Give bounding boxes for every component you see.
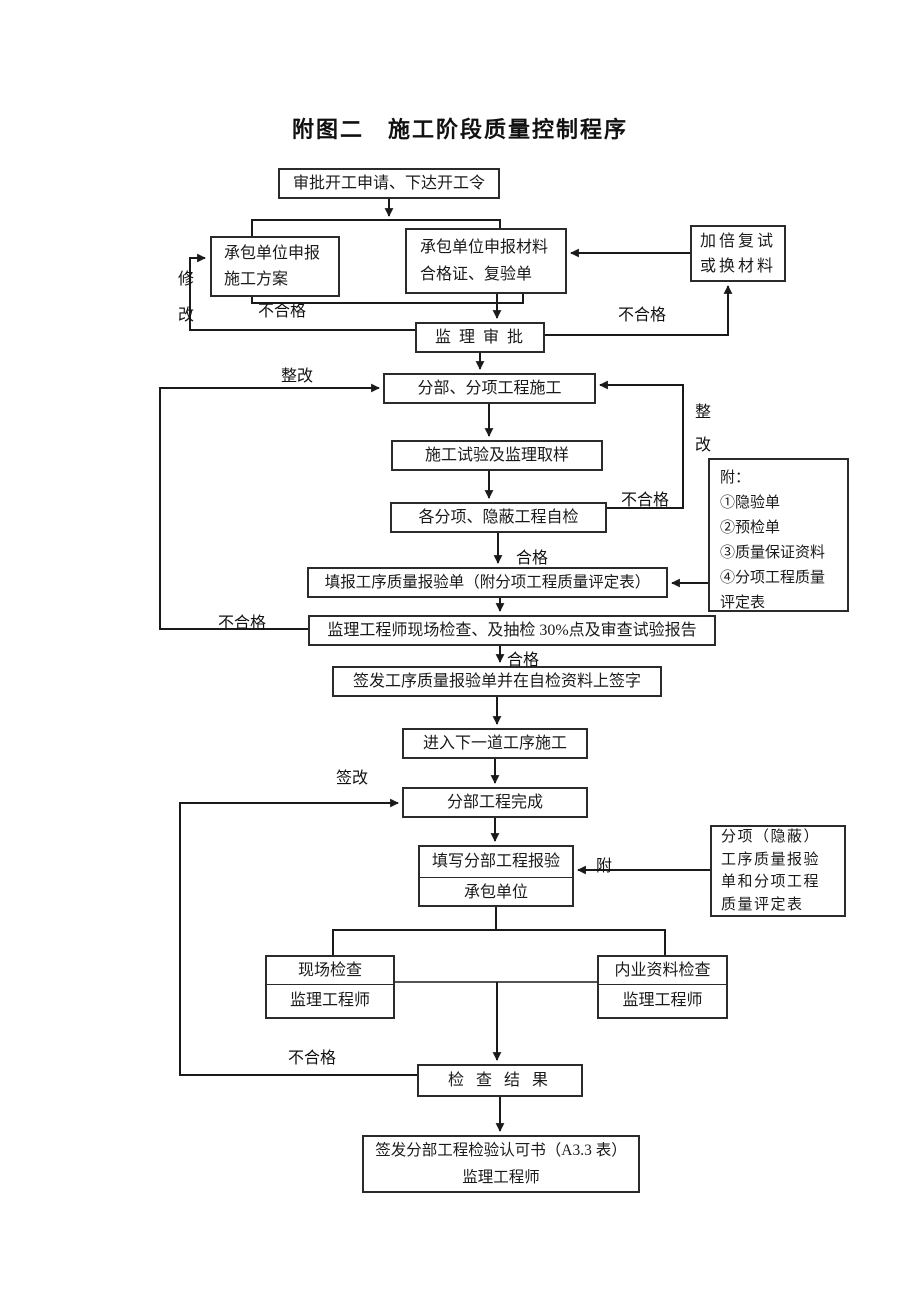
node-line: 承包单位申报材料 [420, 239, 549, 256]
label-sign-change: 签改 [336, 770, 369, 787]
note-line: 附： [720, 470, 751, 486]
flow-node-approve-start: 审批开工申请、下达开工令 [278, 168, 500, 199]
flow-node-sub-construction: 分部、分项工程施工 [383, 373, 596, 404]
flow-node-fill-process-report: 填报工序质量报验单（附分项工程质量评定表） [307, 567, 668, 598]
edge-selfinspection-fail-loop [599, 380, 684, 509]
node-line: 监理工程师 [462, 1169, 540, 1186]
flow-node-sign-process-report: 签发工序质量报验单并在自检资料上签字 [332, 666, 662, 697]
page-title: 附图二 施工阶段质量控制程序 [291, 117, 628, 142]
note-line: 单和分项工程 [721, 874, 821, 890]
node-line: 承包单位申报 [224, 244, 321, 262]
note-line: 质量评定表 [721, 896, 804, 913]
note-line: 工序质量报验 [721, 851, 821, 868]
node-text: 监 理 审 批 [434, 328, 525, 346]
edge-review-fail-retest [545, 285, 733, 336]
flow-node-doc-check: 内业资料检查 监理工程师 [597, 955, 728, 1019]
note-line: ③质量保证资料 [720, 545, 826, 561]
note-line: 分项（隐蔽） [721, 829, 821, 845]
node-text: 分部工程完成 [446, 793, 543, 811]
label-fail-site-inspection: 不合格 [218, 615, 267, 632]
label-fail-review-right: 不合格 [618, 307, 667, 324]
label-pass-site-inspection: 合格 [507, 652, 540, 669]
node-line: 施工方案 [224, 270, 289, 288]
flow-node-division-complete: 分部工程完成 [402, 787, 588, 818]
node-line: 加倍复试 [699, 232, 776, 250]
node-text: 施工试验及监理取样 [424, 446, 569, 464]
node-text: 各分项、隐蔽工程自检 [418, 508, 579, 526]
flow-node-retest: 加倍复试 或换材料 [690, 225, 786, 282]
edge-check-branch [332, 929, 666, 955]
node-row-subtitle: 监理工程师 [289, 992, 370, 1009]
label-fail-review-left: 不合格 [258, 303, 307, 320]
flow-node-contractor-material: 承包单位申报材料 合格证、复验单 [405, 228, 567, 294]
flow-node-attachment-note: 附： ①隐验单 ②预检单 ③质量保证资料 ④分项工程质量 评定表 [708, 458, 849, 612]
label-fail-check-result: 不合格 [288, 1050, 337, 1067]
flow-node-contractor-plan: 承包单位申报 施工方案 [210, 236, 340, 297]
flow-node-site-check: 现场检查 监理工程师 [265, 955, 395, 1019]
edge-merge-bottom [251, 294, 524, 304]
note-line: ④分项工程质量 [720, 570, 826, 586]
node-row-title: 内业资料检查 [599, 957, 726, 985]
edge-checkresult-fail-loop [179, 798, 417, 1076]
node-text: 签发工序质量报验单并在自检资料上签字 [352, 672, 641, 690]
flow-node-site-inspection: 监理工程师现场检查、及抽检 30%点及审查试验报告 [308, 615, 716, 646]
node-line: 签发分部工程检验认可书（A3.3 表） [375, 1142, 627, 1159]
node-line: 合格证、复验单 [420, 266, 533, 283]
node-text: 填报工序质量报验单（附分项工程质量评定表） [324, 573, 651, 591]
node-row-title: 现场检查 [267, 957, 393, 985]
node-text: 分部、分项工程施工 [417, 379, 562, 397]
flow-node-fill-division-report: 填写分部工程报验 承包单位 [418, 845, 574, 907]
edge-branch-top [251, 219, 501, 236]
node-line: 或换材料 [699, 257, 776, 275]
label-rectify-right: 整改 [694, 404, 711, 454]
note-line: ②预检单 [720, 520, 781, 536]
label-modify: 修改 [177, 271, 194, 324]
node-text: 检 查 结 果 [447, 1071, 552, 1089]
flow-node-supervisor-review: 监 理 审 批 [415, 322, 545, 353]
flow-node-check-result: 检 查 结 果 [417, 1064, 583, 1097]
label-rectify-left: 整改 [281, 368, 314, 385]
note-line: 评定表 [720, 595, 766, 611]
node-row-subtitle: 承包单位 [463, 883, 528, 901]
label-pass-self-inspection: 合格 [516, 550, 549, 567]
node-row-title: 填写分部工程报验 [420, 847, 572, 878]
flow-node-final-approval: 签发分部工程检验认可书（A3.3 表） 监理工程师 [362, 1135, 640, 1193]
edge-review-fail-modify [189, 253, 415, 331]
flow-node-construction-test: 施工试验及监理取样 [391, 440, 603, 471]
flow-node-self-inspection: 各分项、隐蔽工程自检 [390, 502, 607, 533]
node-text: 审批开工申请、下达开工令 [292, 174, 485, 192]
node-text: 进入下一道工序施工 [422, 734, 567, 752]
label-fail-self-inspection: 不合格 [621, 492, 670, 509]
flow-node-next-process: 进入下一道工序施工 [402, 728, 588, 759]
node-text: 监理工程师现场检查、及抽检 30%点及审查试验报告 [327, 621, 697, 639]
label-attach: 附 [596, 858, 613, 875]
note-line: ①隐验单 [720, 495, 781, 511]
edge-siteinspection-fail-loop [159, 383, 380, 630]
node-row-subtitle: 监理工程师 [622, 992, 703, 1009]
flow-node-division-attachment: 分项（隐蔽） 工序质量报验 单和分项工程 质量评定表 [710, 825, 846, 917]
